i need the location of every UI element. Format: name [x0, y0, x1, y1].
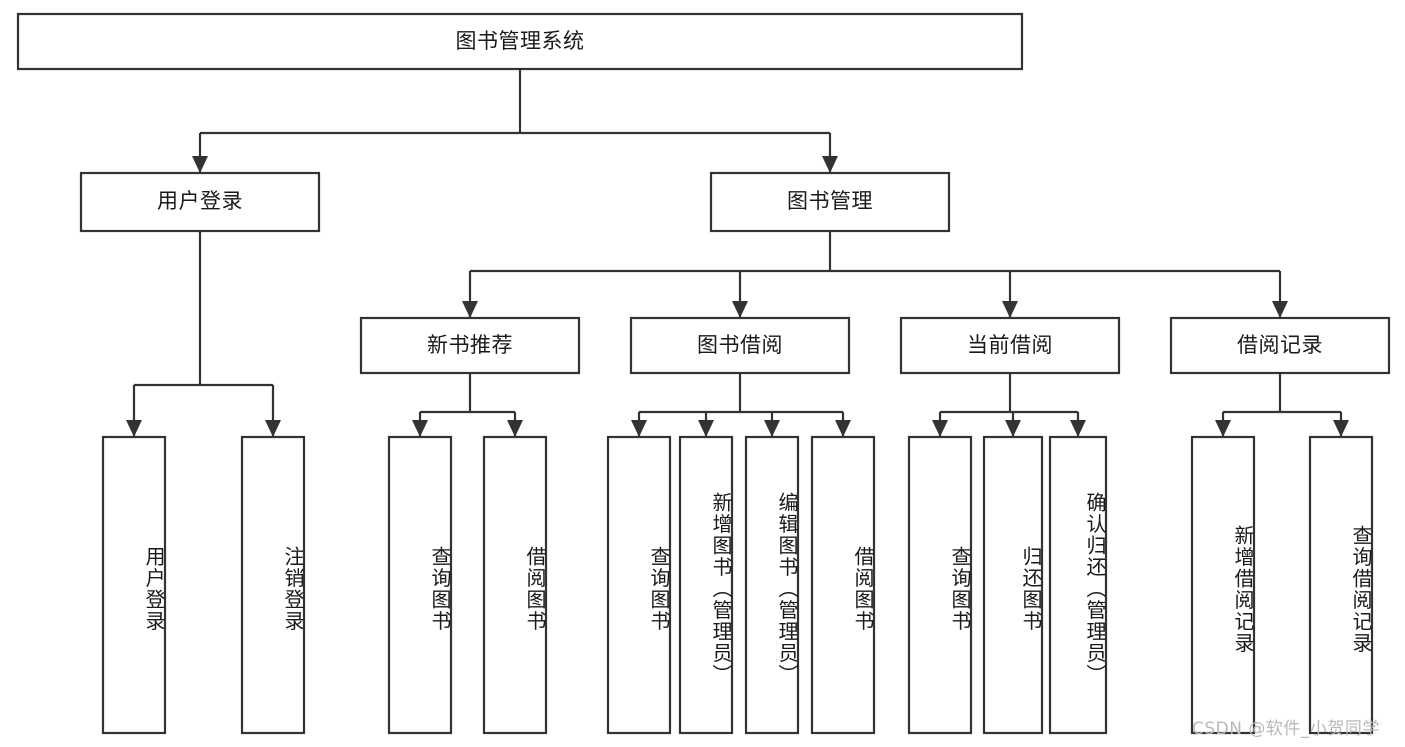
current-borrow-arrow-2 — [1070, 420, 1086, 437]
new-book-rec-arrow-0 — [412, 420, 428, 437]
node-new-book-rec[interactable] — [359, 316, 581, 375]
node-leaf-query-book-3[interactable] — [907, 435, 973, 735]
root-arrow-0 — [192, 156, 208, 173]
node-leaf-add-book[interactable] — [678, 435, 734, 735]
node-leaf-logout[interactable] — [240, 435, 306, 735]
node-user-login[interactable] — [79, 171, 321, 233]
node-leaf-edit-book[interactable] — [744, 435, 800, 735]
book-manage-arrow-1 — [732, 301, 748, 318]
new-book-rec-arrow-1 — [507, 420, 523, 437]
node-leaf-confirm-return[interactable] — [1048, 435, 1108, 735]
node-leaf-user-login[interactable] — [101, 435, 167, 735]
borrow-record-arrow-0 — [1215, 420, 1231, 437]
node-leaf-query-book-1[interactable] — [387, 435, 453, 735]
book-manage-arrow-2 — [1002, 301, 1018, 318]
current-borrow-arrow-1 — [1005, 420, 1021, 437]
root-arrow-1 — [822, 156, 838, 173]
book-borrow-arrow-1 — [698, 420, 714, 437]
book-borrow-arrow-3 — [835, 420, 851, 437]
node-leaf-query-record[interactable] — [1308, 435, 1374, 735]
book-manage-arrow-0 — [462, 301, 478, 318]
node-leaf-query-book-2[interactable] — [606, 435, 672, 735]
book-borrow-arrow-2 — [764, 420, 780, 437]
node-book-manage[interactable] — [709, 171, 951, 233]
node-book-borrow[interactable] — [629, 316, 851, 375]
node-leaf-add-record[interactable] — [1190, 435, 1256, 735]
current-borrow-arrow-0 — [932, 420, 948, 437]
book-borrow-arrow-0 — [631, 420, 647, 437]
connector-layer — [126, 69, 1349, 437]
borrow-record-arrow-1 — [1333, 420, 1349, 437]
user-login-arrow-1 — [265, 420, 281, 437]
csdn-watermark: CSDN @软件_小贺同学 — [1192, 719, 1380, 739]
node-leaf-borrow-book-1[interactable] — [482, 435, 548, 735]
node-leaf-return-book[interactable] — [982, 435, 1044, 735]
book-manage-arrow-3 — [1272, 301, 1288, 318]
node-current-borrow[interactable] — [899, 316, 1121, 375]
node-root[interactable] — [16, 12, 1024, 71]
user-login-arrow-0 — [126, 420, 142, 437]
node-leaf-borrow-book-2[interactable] — [810, 435, 876, 735]
node-borrow-record[interactable] — [1169, 316, 1391, 375]
node-box-layer — [16, 12, 1391, 735]
